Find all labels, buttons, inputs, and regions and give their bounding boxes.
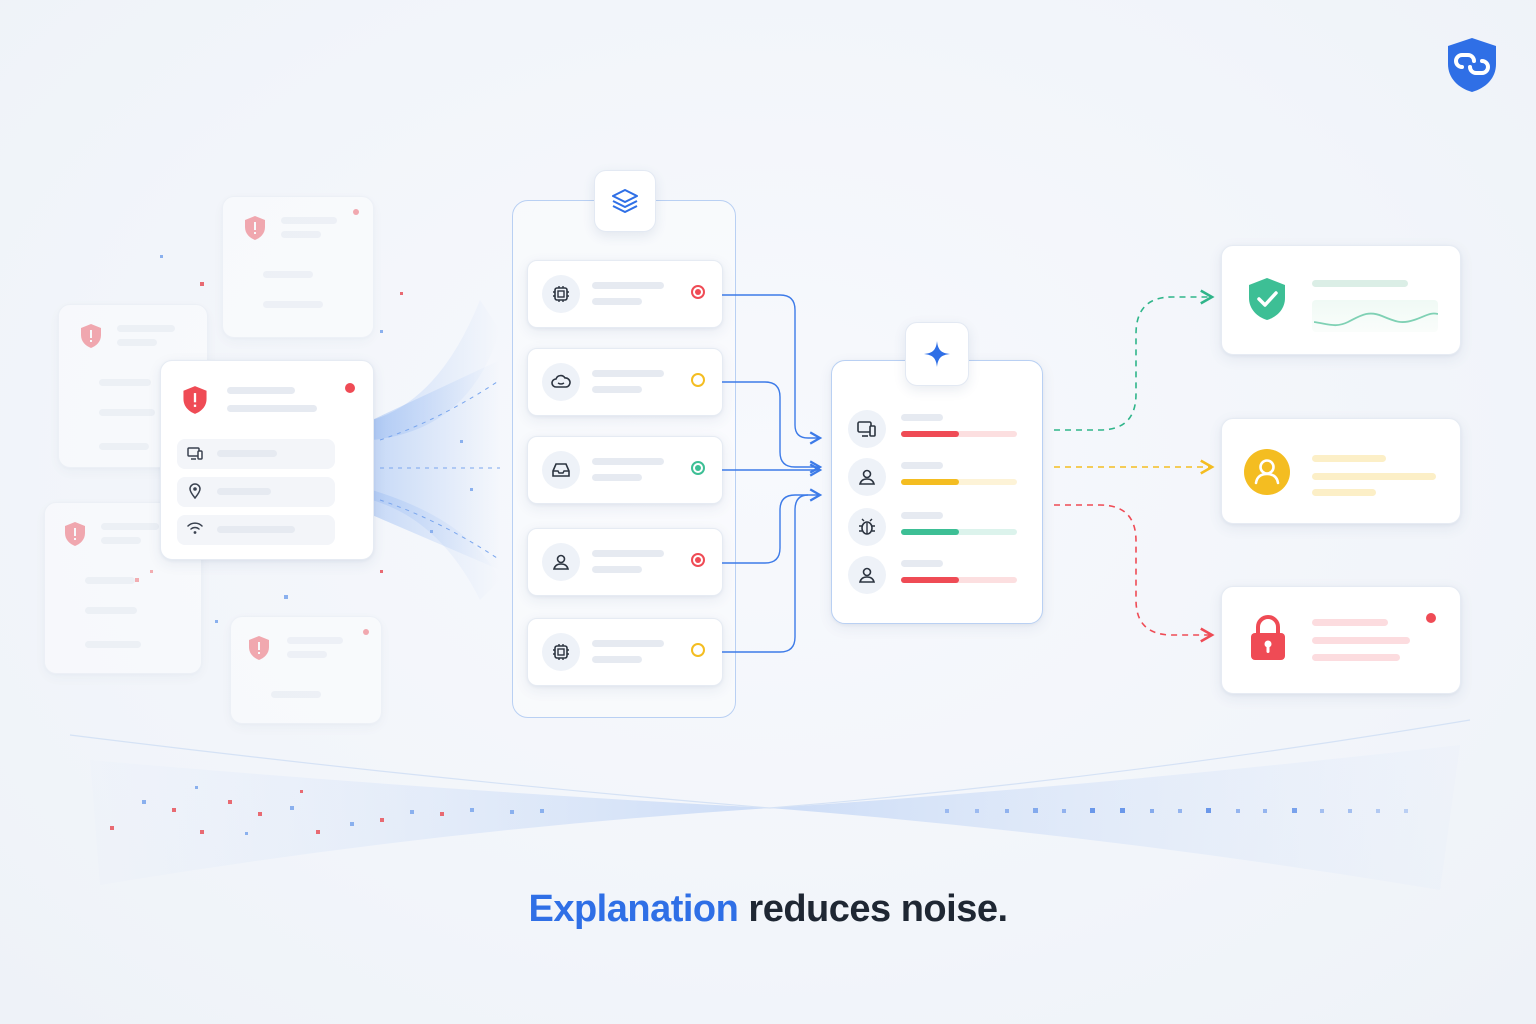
check-shield-icon — [1249, 278, 1285, 320]
alert-shield-icon — [245, 216, 265, 240]
user-icon — [848, 556, 886, 594]
connector-2 — [722, 381, 823, 474]
tagline-accent: Explanation — [528, 888, 739, 930]
alert-card[interactable] — [160, 360, 374, 560]
location-pin-icon — [189, 483, 201, 499]
severity-bar — [901, 479, 959, 485]
severity-bar — [901, 431, 959, 437]
trend-line — [1314, 312, 1438, 327]
layers-icon — [612, 189, 638, 213]
alert-shield-icon — [65, 522, 85, 546]
outcome-card-blocked[interactable] — [1221, 586, 1461, 694]
monitor-icon — [848, 410, 886, 448]
status-ring — [691, 643, 705, 657]
connector-1 — [722, 294, 823, 445]
status-ring — [691, 373, 705, 387]
alert-shield-icon — [183, 386, 207, 414]
connector-4 — [722, 488, 823, 564]
ai-badge — [905, 322, 969, 386]
cloud-icon — [542, 363, 580, 401]
signal-dots — [945, 808, 1408, 813]
alert-shield-icon — [249, 636, 269, 660]
status-ring — [691, 553, 705, 567]
explanation-row — [848, 508, 1028, 546]
chip-icon — [542, 275, 580, 313]
connector-5 — [722, 494, 809, 653]
sparkle-icon — [924, 341, 950, 367]
wifi-icon — [187, 522, 203, 534]
outcome-connector-safe — [1054, 289, 1215, 431]
explanation-row — [848, 410, 1028, 448]
tagline-rest: reduces noise. — [738, 888, 1008, 930]
alert-shield-icon — [81, 324, 101, 348]
user-icon — [542, 543, 580, 581]
queue-item[interactable] — [527, 528, 723, 596]
status-ring — [691, 285, 705, 299]
bug-icon — [848, 508, 886, 546]
lock-icon — [1251, 615, 1285, 660]
outcome-card-review[interactable] — [1221, 418, 1461, 524]
faded-alert-card — [230, 616, 382, 724]
user-icon — [848, 458, 886, 496]
chip-icon — [542, 633, 580, 671]
queue-item[interactable] — [527, 260, 723, 328]
noise-funnel-left — [90, 760, 770, 885]
status-ring — [691, 461, 705, 475]
monitor-icon — [187, 447, 203, 460]
outcome-card-safe[interactable] — [1221, 245, 1461, 355]
status-dot — [345, 383, 355, 393]
explanation-row — [848, 556, 1028, 594]
signal-funnel-right — [770, 745, 1460, 890]
inbox-icon — [542, 451, 580, 489]
severity-bar — [901, 577, 959, 583]
queue-badge — [594, 170, 656, 232]
noise-dots — [110, 255, 544, 835]
queue-item[interactable] — [527, 436, 723, 504]
queue-item[interactable] — [527, 618, 723, 686]
shield-link-icon — [1444, 36, 1500, 94]
outcome-connector-block — [1054, 504, 1215, 643]
tagline: Explanation reduces noise. — [0, 888, 1536, 931]
explanation-row — [848, 458, 1028, 496]
status-dot — [1426, 613, 1436, 623]
faded-alert-card — [222, 196, 374, 338]
severity-bar — [901, 529, 959, 535]
user-icon — [1244, 449, 1290, 495]
